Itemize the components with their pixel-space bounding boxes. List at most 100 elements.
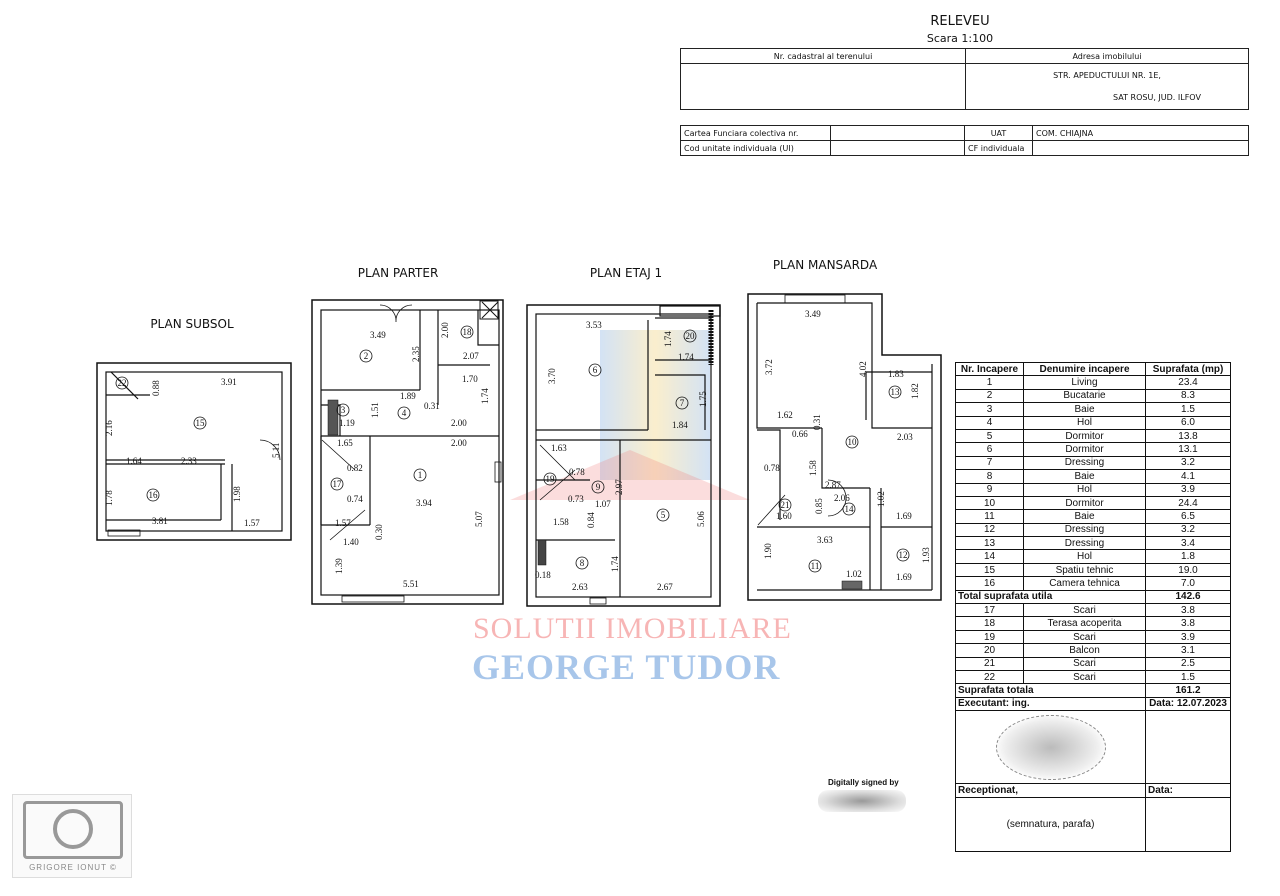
- room-number: 16: [149, 490, 159, 500]
- room-number: 21: [781, 500, 790, 510]
- dimension: 1.74: [610, 556, 620, 572]
- address-line2: SAT ROSU, JUD. ILFOV: [1113, 92, 1201, 102]
- dimension: 1.02: [846, 569, 862, 579]
- room-area-cell: 3.9: [1145, 482, 1231, 497]
- dimension: 1.02: [876, 491, 886, 507]
- room-name-cell: Dormitor: [1023, 495, 1146, 511]
- room-number-cell: 22: [955, 669, 1024, 685]
- room-name-cell: Hol: [1023, 549, 1146, 564]
- dimension: 2.97: [614, 479, 624, 495]
- camera-icon: [23, 801, 123, 859]
- dimension: 2.33: [181, 456, 197, 466]
- room-number: 12: [899, 550, 908, 560]
- dimension: 0.66: [792, 429, 808, 439]
- dimension: 3.91: [221, 377, 237, 387]
- dimension: 1.98: [232, 486, 242, 502]
- room-number-cell: 13: [955, 536, 1024, 551]
- dimension: 1.69: [896, 511, 912, 521]
- room-number: 18: [463, 327, 473, 337]
- dimension-labels: 3.91 2.16 1.64 2.33 5.11 1.78 1.98 3.81 …: [104, 309, 931, 592]
- room-number: 10: [848, 437, 858, 447]
- receptionat-label: Receptionat,: [955, 783, 1146, 798]
- uat-label: UAT: [964, 125, 1033, 141]
- watermark-line1: SOLUTII IMOBILIARE: [473, 612, 792, 645]
- room-area-cell: 3.1: [1145, 643, 1231, 658]
- dimension: 5.51: [403, 579, 419, 589]
- photographer-logo: GRIGORE IONUT ©: [12, 794, 132, 878]
- cf-individual-label: CF individuala: [964, 140, 1033, 156]
- room-name-cell: Scari: [1023, 656, 1146, 671]
- dimension: 1.75: [698, 391, 708, 407]
- room-area-cell: 1.8: [1145, 549, 1231, 564]
- room-area-cell: 19.0: [1145, 562, 1231, 578]
- executant-label: Executant: ing.: [955, 696, 1146, 712]
- watermark-building-graphic: [600, 330, 710, 480]
- room-name-cell: Hol: [1023, 482, 1146, 497]
- room-name-cell: Baie: [1023, 469, 1146, 484]
- room-name-cell: Dressing: [1023, 522, 1146, 538]
- dimension: 2.00: [451, 438, 467, 448]
- dimension: 0.31: [812, 414, 822, 430]
- dimension: 2.16: [104, 420, 114, 436]
- room-number: 2: [364, 351, 369, 361]
- room-number: 3: [341, 405, 346, 415]
- dimension: 1.93: [921, 547, 931, 563]
- room-number: 7: [680, 398, 685, 408]
- date-value: Data: 12.07.2023: [1145, 696, 1231, 712]
- dimension: 1.84: [672, 420, 688, 430]
- blurred-stamp: [996, 715, 1106, 781]
- digital-signature-label: Digitally signed by: [828, 778, 899, 787]
- dimension: 2.06: [834, 493, 850, 503]
- photo-logo-text: GRIGORE IONUT ©: [29, 863, 117, 872]
- total-util-value: 142.6: [1145, 589, 1231, 605]
- dimension: 2.00: [451, 418, 467, 428]
- address-label: Adresa imobilului: [965, 48, 1249, 64]
- room-area-cell: 3.2: [1145, 455, 1231, 471]
- dimension: 1.65: [337, 438, 353, 448]
- room-area-cell: 24.4: [1145, 495, 1231, 511]
- dimension: 3.81: [152, 516, 168, 526]
- dimension: 1.64: [126, 456, 142, 466]
- scale-label: Scara 1:100: [926, 32, 994, 45]
- room-number: 4: [402, 408, 407, 418]
- stamp-area: [955, 710, 1146, 785]
- dimension: 3.70: [547, 368, 557, 384]
- dimension: 0.82: [347, 463, 363, 473]
- dimension: 1.57: [335, 518, 351, 528]
- dimension: 1.40: [343, 537, 359, 547]
- room-area-cell: 13.1: [1145, 442, 1231, 457]
- dimension: 5.07: [474, 511, 484, 527]
- dimension: 0.84: [586, 512, 596, 528]
- dimension: 3.63: [817, 535, 833, 545]
- plan-title-mansarda: PLAN MANSARDA: [773, 258, 878, 272]
- room-number: 9: [596, 482, 601, 492]
- dimension: 2.87: [825, 480, 841, 490]
- room-labels: [115, 325, 910, 573]
- dimension: 1.78: [104, 490, 114, 506]
- total-label: Suprafata totala: [955, 683, 1146, 698]
- room-number: 6: [593, 365, 598, 375]
- room-name-cell: Camera tehnica: [1023, 576, 1146, 591]
- dimension: 0.18: [535, 570, 551, 580]
- col-header: Denumire incapere: [1023, 361, 1146, 377]
- room-number-cell: 2: [955, 388, 1024, 404]
- room-name-cell: Hol: [1023, 415, 1146, 430]
- lens-icon: [53, 809, 93, 849]
- dimension: 0.88: [151, 380, 161, 396]
- dimension: 1.07: [595, 499, 611, 509]
- dimension: 3.49: [805, 309, 821, 319]
- dimension: 1.74: [663, 331, 673, 347]
- dimension: 0.78: [569, 467, 585, 477]
